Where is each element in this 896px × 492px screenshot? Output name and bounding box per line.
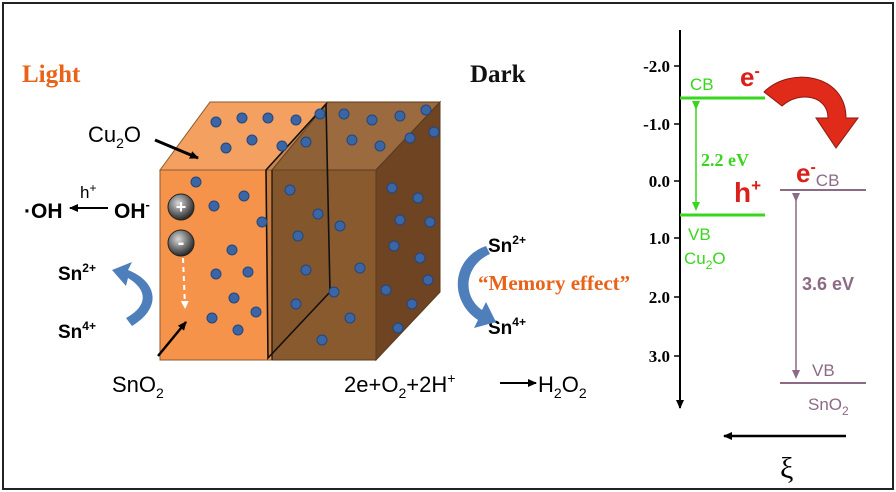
electron-sphere [167,229,195,257]
nanoparticle [334,220,346,232]
cu2o-electron: e- [740,62,760,92]
nanoparticle [380,284,392,296]
sn2-left: Sn2+ [58,261,96,285]
nanoparticle [246,134,258,146]
nanoparticle [290,298,302,310]
nanoparticle [210,116,222,128]
sno2-pointer-arrow [157,321,187,357]
oh-radical: ·OH [24,200,63,223]
nanoparticle [250,306,262,318]
energy-diagram: -2.0 -1.0 0.0 1.0 2.0 3.0 CB 2.2 eV VB Cu2O e… [643,30,866,485]
nanoparticle [428,126,440,138]
nanoparticle [354,262,366,274]
cu2o-hole: h+ [734,176,761,208]
nanoparticle [406,298,418,310]
energy-tick-label: -1.0 [643,115,670,134]
nanoparticle [314,108,326,120]
sn2-right: Sn2+ [488,233,526,257]
nanoparticle [424,216,436,228]
hole-sign: + [176,197,187,217]
nanoparticle [394,214,406,226]
nanoparticle [422,274,434,286]
sn4-left: Sn4+ [58,319,96,343]
nanoparticle [206,312,218,324]
sno2-vb-label: VB [812,361,835,380]
h2o2-product: H2O2 [538,372,587,401]
electron-transfer-arrow [180,257,189,309]
nanoparticle [404,132,416,144]
nanoparticle [312,208,324,220]
nanoparticle [284,184,296,196]
nanoparticle [220,142,232,154]
sn-right-curved-arrow [457,246,496,328]
energy-tick-label: -2.0 [643,57,670,76]
light-label: Light [22,61,81,88]
cube [159,100,442,362]
nanoparticle [242,266,254,278]
sno2-label: SnO2 [112,372,164,401]
cu2o-cb-label: CB [690,75,714,94]
nanoparticle [208,200,220,212]
sno2-gap-label: 3.6 eV [802,274,854,294]
dark-label: Dark [470,61,526,88]
nanoparticle [346,134,358,146]
particles [190,104,440,346]
nanoparticle [338,108,350,120]
electron-transfer-curved-arrow [763,76,859,149]
cu2o-pointer-arrow [154,138,199,160]
nanoparticle [232,324,244,336]
nanoparticle [238,190,250,202]
nanoparticle [414,252,426,264]
energy-tick-label: 1.0 [649,229,670,248]
field-symbol: ξ [780,452,793,485]
nanoparticle [394,110,406,122]
nanoparticle [300,136,312,148]
energy-ticks: -2.0 -1.0 0.0 1.0 2.0 3.0 [643,57,680,366]
cu2o-vb-label: VB [688,225,711,244]
nanoparticle [292,230,304,242]
oh-minus: OH- [114,197,150,223]
sn4-right: Sn4+ [488,315,526,339]
h2o2-equation: 2e+O2+2H+ [344,370,455,401]
nanoparticle [276,140,288,152]
energy-tick-label: 3.0 [649,347,670,366]
nanoparticle [226,244,238,256]
nanoparticle [290,114,302,126]
nanoparticle [300,264,312,276]
nanoparticle [262,112,274,124]
nanoparticle [210,268,222,280]
nanoparticle [316,334,328,346]
oh-hole-label: h+ [80,181,96,202]
sno2-cb-electron: e-CB [796,158,839,190]
nanoparticle [328,286,340,298]
electron-sign: - [178,232,185,254]
nanoparticle [236,112,248,124]
memory-effect-label: “Memory effect” [478,271,630,295]
energy-tick-label: 0.0 [649,172,670,191]
nanoparticle [228,292,240,304]
nanoparticle [256,216,268,228]
nanoparticle [386,182,398,194]
cube-dark-side [375,100,441,362]
nanoparticle [190,176,202,188]
cu2o-band-material: Cu2O [684,249,726,272]
nanoparticle [344,312,356,324]
sno2-band-material: SnO2 [808,395,849,418]
cu2o-gap-label: 2.2 eV [701,150,749,170]
nanoparticle [388,240,400,252]
nanoparticle [374,140,386,152]
nanoparticle [412,192,424,204]
hole-sphere [167,193,195,221]
nanoparticle [392,322,404,334]
energy-tick-label: 2.0 [649,288,670,307]
nanoparticle [366,114,378,126]
cu2o-label: Cu2O [88,122,141,151]
sn-left-curved-arrow [112,262,153,326]
nanoparticle [420,104,432,116]
